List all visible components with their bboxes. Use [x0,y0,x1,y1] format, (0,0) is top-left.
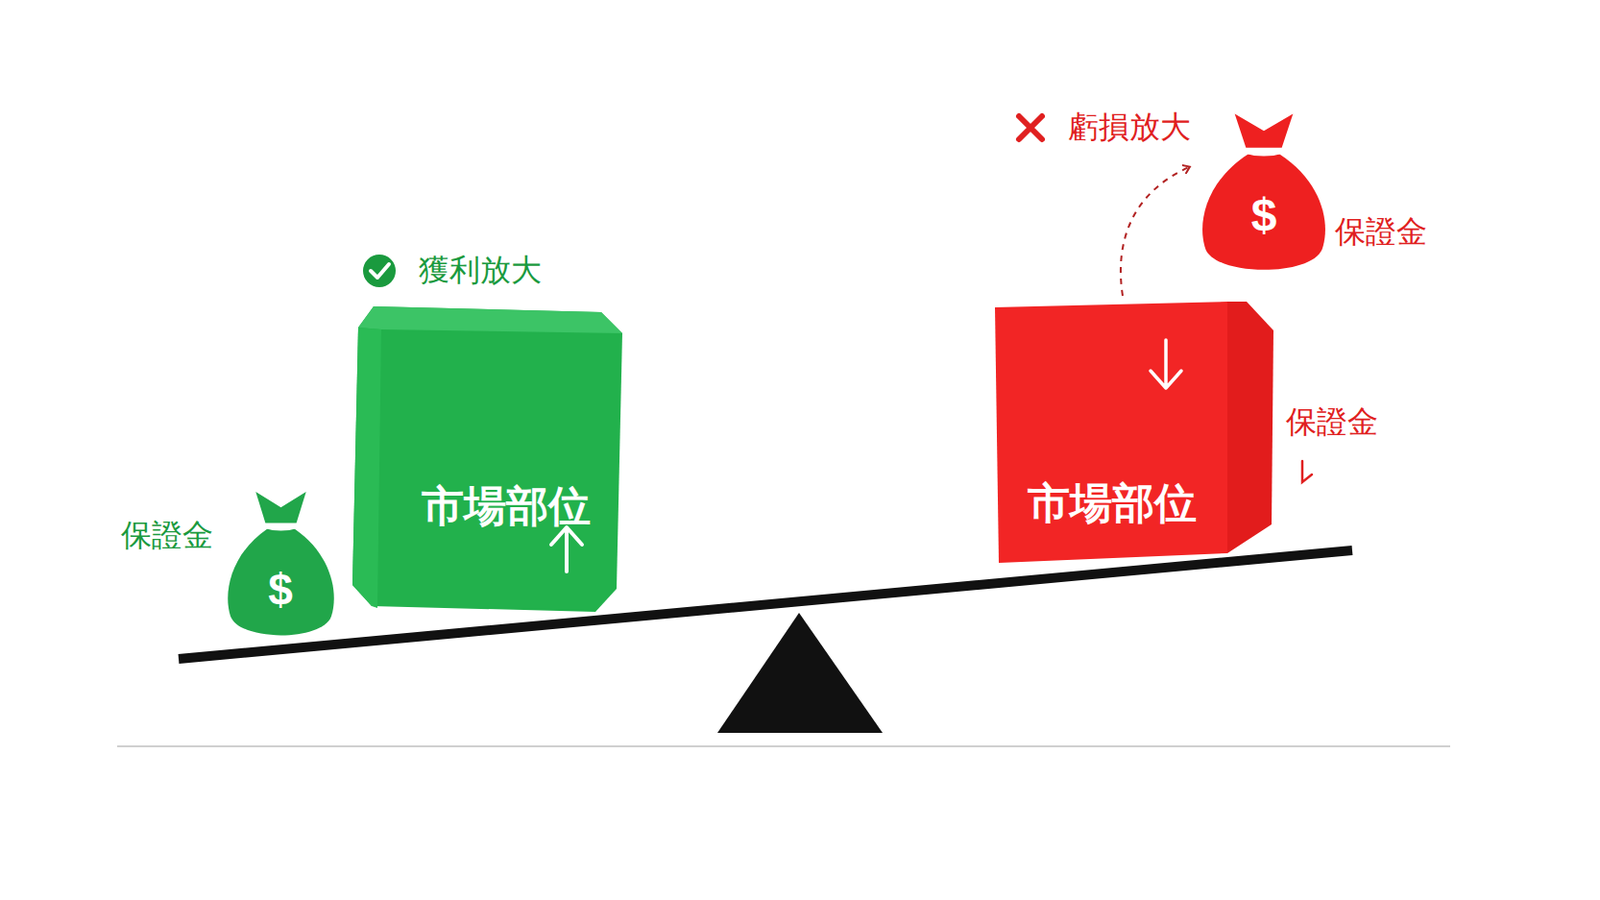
dollar-sign: $ [1251,190,1278,242]
ground-line [117,745,1451,748]
cube-top [358,306,623,334]
fulcrum [717,612,883,733]
cube-face [994,301,1228,563]
cube-left [352,327,382,608]
position-cube [352,306,623,612]
margin-label: 保證金 [1334,215,1428,249]
bag-tie [1243,150,1285,154]
bag-top [1235,114,1294,148]
margin-label: 保證金 [121,518,214,553]
dollar-sign: $ [267,565,293,615]
margin-label: 保證金 [1285,405,1379,439]
position-label: 市場部位 [421,483,591,530]
gain-note: 獲利放大 [418,253,542,288]
cube-face [352,306,623,612]
cross-icon [1018,116,1043,140]
bag-tie [263,526,298,530]
margin-bag: 保證金$ [222,485,340,642]
loss-note: 虧損放大 [1067,110,1191,145]
check-icon [363,254,396,288]
dashed-arrow [1120,167,1189,296]
bag-body [1202,153,1326,269]
down-arrow [1150,339,1182,388]
margin-bag: $保證金 [1196,107,1332,277]
position-block: 市場部位 [994,301,1274,563]
position-label: 市場部位 [1027,480,1197,527]
down-tick-arrow [1302,460,1312,483]
check-mark [370,264,389,278]
bag-body [227,529,335,636]
up-arrow [551,527,582,572]
bag-top [255,491,306,523]
money-bag [222,485,340,642]
cube-side [1227,301,1274,554]
position-block: 市場部位 [352,306,623,612]
